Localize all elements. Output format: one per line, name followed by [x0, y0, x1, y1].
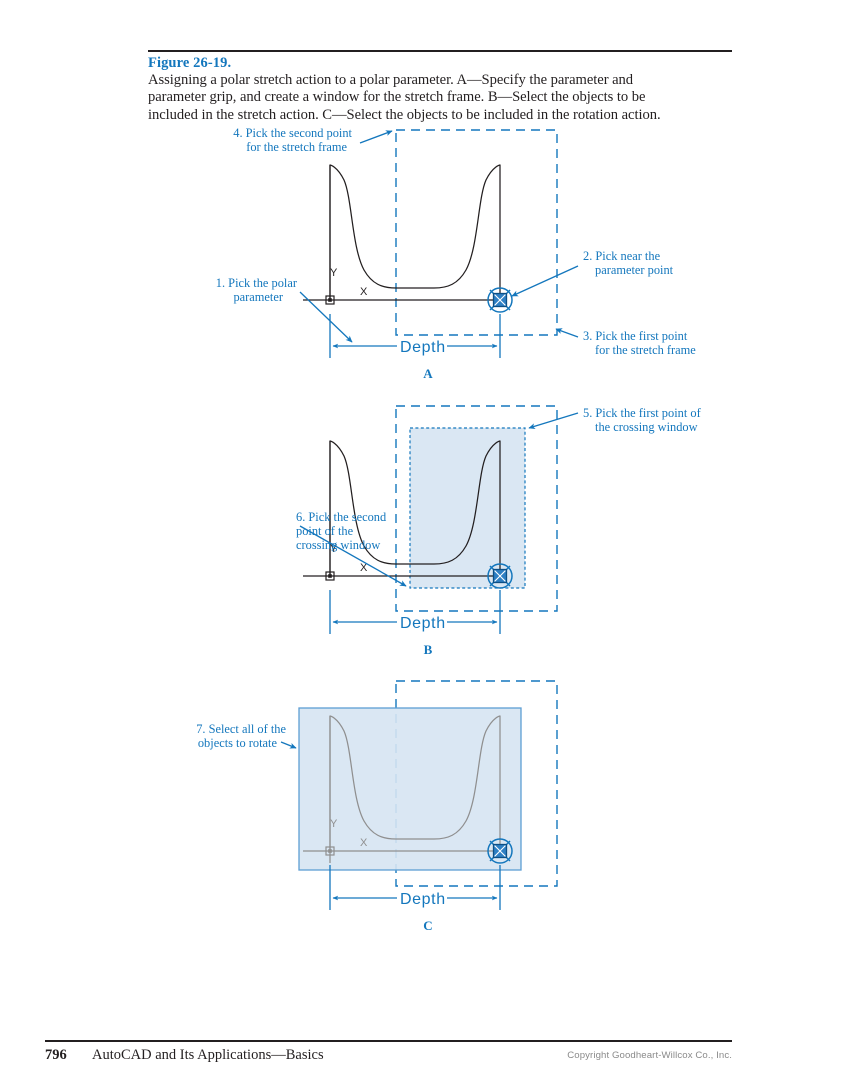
panel-a-geometry-profile [329, 164, 501, 301]
page-footer: 796 AutoCAD and Its Applications—Basics … [45, 1045, 732, 1067]
panel-b-label-y: Y [330, 543, 338, 555]
figure-caption-line-1: Assigning a polar stretch action to a po… [148, 72, 634, 88]
figure-illustration: Y X Depth 4. Pick the seco [0, 118, 849, 948]
panel-b-callout-6-line-1: 6. Pick the second [296, 510, 387, 524]
panel-a-label-y: Y [330, 267, 338, 279]
figure-caption-line-2: parameter grip, and create a window for … [148, 89, 646, 106]
copyright-notice: Copyright Goodheart-Willcox Co., Inc. [567, 1050, 732, 1061]
panel-a-callout-4-line-2: for the stretch frame [246, 140, 347, 154]
figure-caption-block: Figure 26-19. Assigning a polar stretch … [148, 54, 738, 124]
panel-a-callout-3-line-2: for the stretch frame [595, 343, 696, 357]
panel-b-dimension-label: Depth [400, 615, 446, 632]
panel-a-callout-2-line-2: parameter point [595, 263, 674, 277]
panel-c-dimension-label: Depth [400, 891, 446, 908]
panel-a-letter: A [423, 366, 433, 381]
panel-a-callout-4-line-1: 4. Pick the second point [233, 126, 352, 140]
panel-a-ucs-origin-icon [325, 295, 335, 305]
panel-b-parameter-point-grip[interactable] [487, 563, 513, 589]
figure-caption-line-3: included in the stretch action. C—Select… [148, 106, 661, 123]
panel-a-leader-3 [555, 328, 579, 338]
panel-c-callout-7-line-2: objects to rotate [198, 736, 278, 750]
panel-c-leader-7 [280, 741, 297, 749]
panel-b-callout-6-line-3: crossing window [296, 538, 380, 552]
panel-b-label-x: X [360, 562, 368, 574]
panel-c-ucs-origin-icon [325, 846, 335, 856]
panel-a-label-x: X [360, 286, 368, 298]
page-number: 796 [45, 1047, 67, 1063]
panel-a-stretch-frame [395, 129, 558, 336]
panel-a-callout-2-line-1: 2. Pick near the [583, 249, 661, 263]
panel-b-callout-5-line-2: the crossing window [595, 420, 698, 434]
panel-c-label-x: X [360, 837, 368, 849]
panel-c-parameter-point-grip[interactable] [487, 838, 513, 864]
header-rule [148, 50, 732, 52]
panel-c: Y X Depth 7. Select all of [196, 680, 558, 933]
book-title: AutoCAD and Its Applications—Basics [92, 1047, 324, 1063]
panel-b-crossing-window[interactable] [409, 427, 526, 589]
panel-c-stretch-frame [395, 680, 558, 887]
panel-a-dimension-label: Depth [400, 339, 446, 356]
panel-b-callout-5-line-1: 5. Pick the first point of [583, 406, 702, 420]
footer-rule [45, 1040, 732, 1042]
panel-c-selection-window[interactable] [298, 707, 522, 871]
panel-a-leader-4 [359, 130, 393, 144]
panel-c-callout-7-line-1: 7. Select all of the [196, 722, 286, 736]
panel-b-letter: B [424, 642, 433, 657]
panel-a-callout-1-line-2: parameter [233, 290, 283, 304]
panel-b-ucs-origin-icon [325, 571, 335, 581]
panel-c-label-y: Y [330, 818, 338, 830]
panel-b-leader-5 [528, 412, 579, 430]
panel-b-stretch-frame [395, 405, 558, 612]
panel-a-parameter-point-grip[interactable] [487, 287, 513, 313]
panel-b-callout-6-line-2: point of the [296, 524, 354, 538]
panel-c-letter: C [423, 918, 432, 933]
figure-number: Figure 26-19. [148, 55, 232, 71]
panel-a-callout-1-line-1: 1. Pick the polar [216, 276, 298, 290]
panel-a-leader-2 [511, 265, 579, 297]
panel-b-leader-6 [299, 525, 407, 587]
panel-a: Y X Depth 4. Pick the seco [216, 126, 697, 381]
panel-a-leader-1 [299, 291, 353, 343]
panel-a-callout-3-line-1: 3. Pick the first point [583, 329, 688, 343]
panel-b: Y X Depth 5. Pick the firs [296, 405, 702, 657]
